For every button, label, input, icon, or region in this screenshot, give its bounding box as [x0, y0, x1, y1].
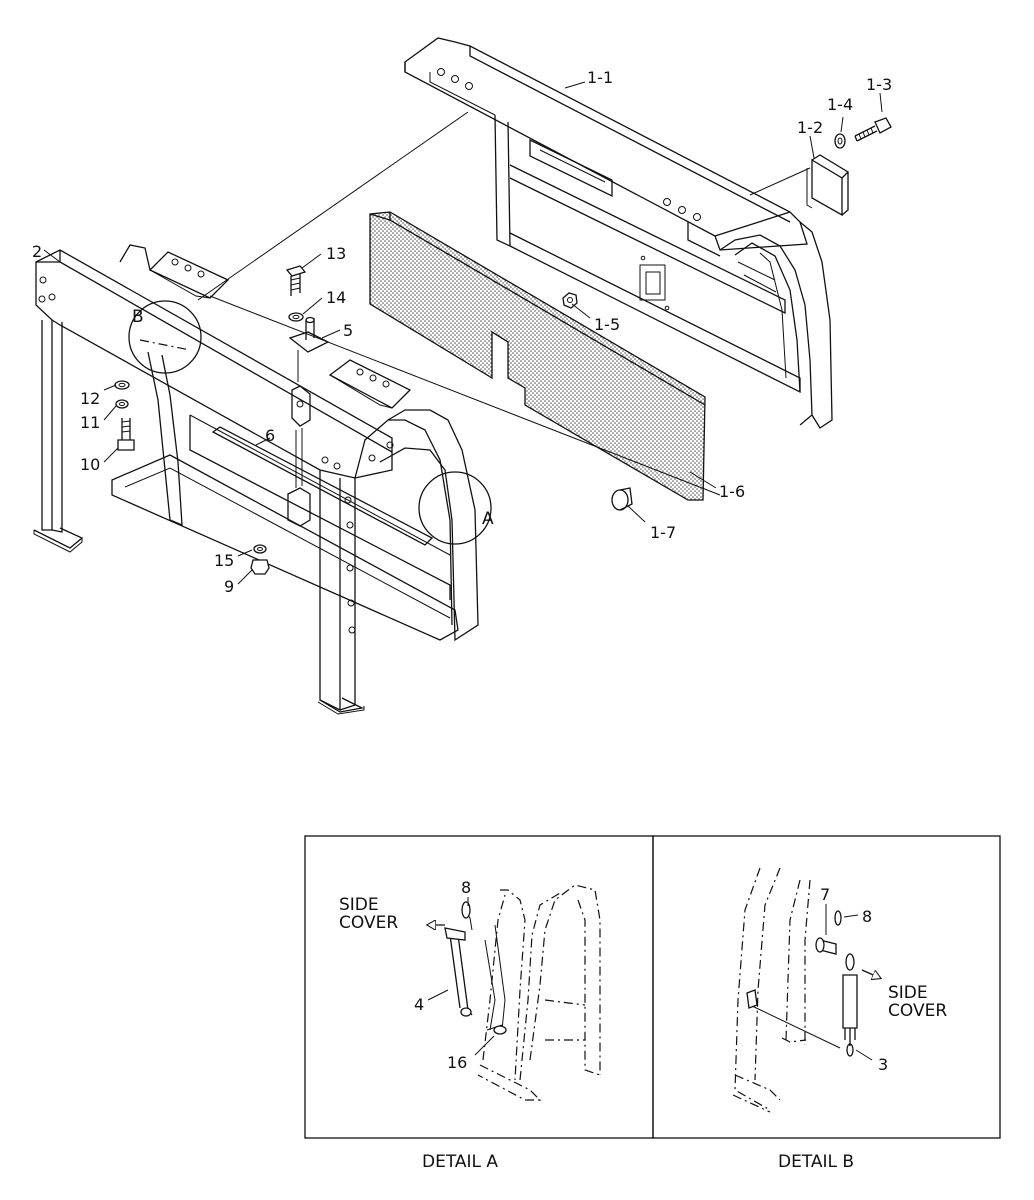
callout-2: 2 — [32, 242, 42, 261]
assembly-line — [197, 111, 469, 301]
main-frame-part-2 — [33, 244, 479, 715]
detail-a-callout-4: 4 — [414, 995, 424, 1014]
detail-a-callout-8: 8 — [461, 878, 471, 897]
washer-part-11 — [115, 399, 129, 409]
callout-1-5: 1-5 — [594, 315, 620, 334]
detail-b-callout-7: 7 — [820, 885, 830, 904]
bolt-part-13 — [285, 265, 307, 296]
detail-b-circle — [128, 300, 202, 374]
detail-b-marker: B — [132, 307, 144, 327]
detail-b-callout-3: 3 — [878, 1055, 888, 1074]
detail-a-drawing — [428, 884, 601, 1101]
detail-b-side-cover-line1: SIDE — [888, 983, 928, 1003]
detail-a-marker: A — [482, 509, 494, 529]
pin-part-1-7 — [611, 487, 633, 511]
callout-10: 10 — [80, 455, 100, 474]
detail-b-callout-8: 8 — [862, 907, 872, 926]
callout-labels: 1-1 1-2 1-3 1-4 1-5 1-6 1-7 2 13 14 5 6 … — [32, 68, 892, 596]
callout-15: 15 — [214, 551, 234, 570]
assembly-line — [209, 295, 721, 496]
callout-1-4: 1-4 — [827, 95, 853, 114]
bolt-part-10 — [117, 418, 135, 451]
detail-a-callout-16: 16 — [447, 1053, 467, 1072]
leader-lines — [43, 81, 883, 585]
callout-5: 5 — [343, 321, 353, 340]
callout-9: 9 — [224, 577, 234, 596]
detail-a-side-cover-line2: COVER — [339, 913, 398, 933]
washer-part-14 — [288, 312, 304, 322]
washer-part-1-4 — [834, 133, 846, 149]
top-cover-part-1-1 — [404, 37, 833, 429]
detail-a-circle — [418, 471, 492, 545]
callout-1-2: 1-2 — [797, 118, 823, 137]
callout-6: 6 — [265, 426, 275, 445]
assembly-line — [749, 167, 811, 196]
callout-1-3: 1-3 — [866, 75, 892, 94]
detail-a-side-cover-line1: SIDE — [339, 895, 379, 915]
detail-b-box — [652, 835, 1001, 1139]
detail-a-box — [304, 835, 654, 1139]
washer-part-15 — [253, 544, 267, 554]
detail-b-drawing — [732, 867, 880, 1113]
detail-b-caption: DETAIL B — [778, 1152, 854, 1172]
callout-14: 14 — [326, 288, 346, 307]
insulation-panel-part-1-6 — [369, 211, 706, 501]
callout-1-1: 1-1 — [587, 68, 613, 87]
callout-1-6: 1-6 — [719, 482, 745, 501]
callout-13: 13 — [326, 244, 346, 263]
callout-12: 12 — [80, 389, 100, 408]
bolt-part-1-3 — [854, 117, 892, 142]
nut-part-1-5 — [562, 292, 578, 309]
nut-part-9 — [250, 559, 270, 575]
callout-1-7: 1-7 — [650, 523, 676, 542]
rubber-bumper-part-1-2 — [806, 154, 850, 217]
detail-a-caption: DETAIL A — [422, 1152, 498, 1172]
callout-11: 11 — [80, 413, 100, 432]
detail-b-side-cover-line2: COVER — [888, 1001, 947, 1021]
washer-part-12 — [114, 380, 130, 390]
